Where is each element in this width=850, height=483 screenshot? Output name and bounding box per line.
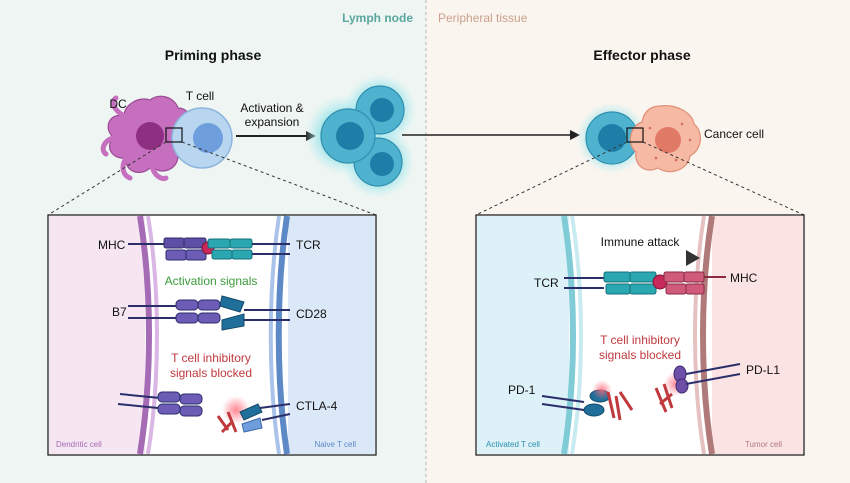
activated-t-cell-label: Activated T cell	[486, 440, 540, 449]
effector-synapse-panel	[475, 214, 805, 456]
synapse-zoom-box-right	[626, 127, 644, 143]
priming-synapse-panel	[47, 214, 377, 456]
inhibitory-label-right-2: signals blocked	[599, 348, 681, 362]
dc-label: DC	[109, 97, 127, 111]
pdl1-label: PD-L1	[746, 363, 780, 377]
inhibitory-label-left-2: signals blocked	[170, 366, 252, 380]
peripheral-tissue-label: Peripheral tissue	[438, 11, 528, 25]
tcr-label-right: TCR	[534, 276, 559, 290]
activation-label-line1: Activation &	[240, 101, 303, 115]
ctla4-label: CTLA-4	[296, 399, 338, 413]
pd1-label: PD-1	[508, 383, 536, 397]
t-cell-icon	[171, 107, 233, 169]
tcr-label-left: TCR	[296, 238, 321, 252]
mhc-label-right: MHC	[730, 271, 758, 285]
immune-attack-label: Immune attack	[601, 235, 681, 249]
effector-phase-title: Effector phase	[593, 47, 690, 63]
cancer-cell-icon	[629, 105, 701, 173]
naive-t-cell-label: Naive T cell	[315, 440, 357, 449]
zoom-line	[181, 141, 377, 216]
lymph-node-label: Lymph node	[342, 11, 413, 25]
zoom-line	[47, 141, 167, 216]
activation-signals-label: Activation signals	[165, 274, 258, 288]
b7-label: B7	[112, 305, 127, 319]
cancer-cell-label: Cancer cell	[704, 127, 764, 141]
expanded-t-cells-icon	[305, 74, 416, 198]
tumor-cell-label: Tumor cell	[745, 440, 782, 449]
synapse-zoom-box-left	[165, 127, 183, 143]
priming-phase-title: Priming phase	[165, 47, 262, 63]
mhc-label-left: MHC	[98, 238, 126, 252]
inhibitory-label-left-1: T cell inhibitory	[171, 351, 251, 365]
immune-attack-arrowhead-icon	[686, 250, 700, 266]
migration-arrowhead-icon	[570, 130, 580, 140]
dendritic-cell-icon	[100, 95, 194, 181]
activation-label-line2: expansion	[245, 115, 300, 129]
inhibitory-label-right-1: T cell inhibitory	[600, 333, 680, 347]
effector-t-cell-icon	[576, 102, 648, 174]
t-cell-label: T cell	[186, 89, 214, 103]
zoom-line	[475, 141, 628, 216]
dendritic-cell-label: Dendritic cell	[56, 440, 102, 449]
cd28-label: CD28	[296, 307, 327, 321]
